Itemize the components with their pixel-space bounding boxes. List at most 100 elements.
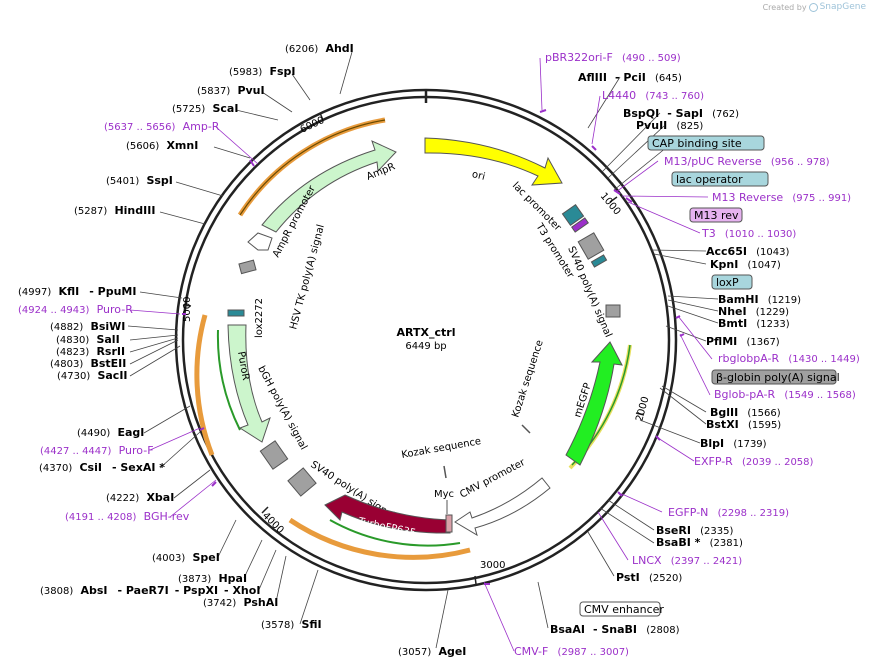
puror-arrow: [227, 324, 271, 443]
sv40-right-box: [605, 304, 621, 318]
site-sacii: (4730) SacII: [57, 369, 128, 382]
cmv-promoter-label: CMV promoter: [458, 457, 528, 501]
myc-label: Myc: [434, 489, 454, 500]
kozak-2-label: Kozak sequence: [510, 339, 545, 419]
puror-label: PuroR: [235, 351, 251, 382]
site-rsrii: (4823) RsrII: [56, 345, 125, 358]
site-sali: (4830) SalI: [56, 333, 120, 346]
site-nhei: NheI (1229): [718, 305, 789, 318]
kozak-1-mark: [443, 465, 447, 479]
credit-brand: SnapGene: [819, 2, 866, 12]
t3-promoter-box: [577, 232, 605, 260]
ampr-promoter-arrow: [247, 232, 273, 251]
site-agei: (3057) AgeI: [398, 645, 466, 658]
primer-markers: [182, 109, 685, 585]
tick-5000: 5000: [182, 297, 193, 322]
site-bsiwi: (4882) BsiWI: [50, 320, 125, 333]
site-pvui: (5837) PvuI: [197, 84, 265, 97]
primer-lncx: LNCX (2397 .. 2421): [632, 554, 742, 567]
site-kfli-ppumi: (4997) KflI- PpuMI: [18, 285, 136, 298]
backbone-inner: [181, 95, 671, 585]
lac-marks-purple: [571, 217, 589, 233]
primer-puro-f: (4427 .. 4447) Puro-F: [40, 444, 154, 457]
primer-bglob-pa-r: Bglob-pA-R (1549 .. 1568): [714, 388, 856, 401]
primer-pbr322ori-f: pBR322ori-F (490 .. 509): [545, 51, 681, 64]
snapgene-credit: Created by SnapGene: [763, 2, 866, 12]
primer-rbglobpa-r: rbglobpA-R (1430 .. 1449): [718, 352, 860, 365]
site-pshai: (3742) PshAI: [203, 596, 278, 609]
tick-2000: 2000: [634, 395, 651, 422]
site-sfii: (3578) SfiI: [261, 618, 322, 631]
site-pvuii: PvuII (825): [636, 119, 703, 132]
bgh-box: [259, 440, 289, 470]
lox2272-box: [227, 309, 245, 317]
primer-m13-reverse: M13 Reverse (975 .. 991): [712, 191, 851, 204]
orange-arc-sv40: [288, 517, 471, 560]
label-cmv-enhancer: CMV enhancer: [584, 603, 664, 616]
lox2272-label: lox2272: [254, 298, 265, 338]
tick-marks: [182, 112, 645, 585]
site-bspqi-sapi: BspQI- SapI (762): [623, 107, 739, 120]
site-bsteii: (4803) BstEII: [50, 357, 126, 370]
primer-t3: T3 (1010 .. 1030): [701, 227, 796, 240]
plasmid-length: 6449 bp: [405, 341, 446, 352]
backbone-outer: [174, 88, 678, 592]
primer-amp-r: (5637 .. 5656) Amp-R: [104, 120, 220, 133]
primer-cmv-f: CMV-F (2987 .. 3007): [514, 645, 629, 658]
site-bglii: BglII (1566): [710, 406, 781, 419]
site-fspi: (5983) FspI: [229, 65, 295, 78]
primer-egfp-n: EGFP-N (2298 .. 2319): [668, 506, 789, 519]
site-hindiii: (5287) HindIII: [74, 204, 155, 217]
site-absi-xhoi: (3808) AbsI- PaeR7I- PspXI- XhoI: [40, 584, 260, 597]
ori-label: ori: [471, 169, 486, 183]
site-afliii-pcii: AflIII- PciI (645): [578, 71, 682, 84]
hsv-tk-label: HSV TK poly(A) signal: [288, 223, 327, 330]
primer-leaders: [129, 57, 713, 652]
primer-puro-r: (4924 .. 4943) Puro-R: [18, 303, 133, 316]
orange-arc-puro: [194, 314, 241, 456]
label-cap-binding: CAP binding site: [652, 137, 742, 150]
site-csii-sexai: (4370) CsiI- SexAI *: [39, 461, 165, 474]
label-m13-rev: M13 rev: [694, 209, 739, 222]
site-bsaai-snabi: BsaAI- SnaBI (2808): [550, 623, 680, 636]
hsv-tk-box: [238, 259, 257, 275]
credit-prefix: Created by: [762, 2, 807, 12]
tick-4000: 4000: [260, 510, 286, 536]
site-sspi: (5401) SspI: [106, 174, 173, 187]
kozak-1-label: Kozak sequence: [401, 436, 482, 461]
sv40-left-box: [287, 467, 317, 497]
primer-l4440: L4440 (743 .. 760): [602, 89, 704, 102]
site-pflmi: PflMI (1367): [706, 335, 780, 348]
site-hpai: (3873) HpaI: [178, 572, 247, 585]
site-xmni: (5606) XmnI: [126, 139, 198, 152]
site-blpi: BlpI (1739): [700, 437, 767, 450]
kozak-2-mark: [521, 424, 531, 434]
site-bseri: BseRI (2335): [656, 524, 734, 537]
primer-bgh-rev: (4191 .. 4208) BGH-rev: [65, 510, 190, 523]
site-scai: (5725) ScaI: [172, 102, 238, 115]
label-lac-operator: lac operator: [676, 173, 743, 186]
site-leaders: [127, 51, 719, 649]
megfp-arrow: [565, 341, 623, 466]
snapgene-logo-icon: [808, 2, 818, 12]
site-eagi: (4490) EagI: [77, 426, 144, 439]
site-labels: (6206) AhdI (5983) FspI (5837) PvuI (572…: [18, 42, 860, 658]
turbofp-arrow: [324, 494, 451, 534]
primer-m13-puc-reverse: M13/pUC Reverse (956 .. 978): [664, 155, 830, 168]
ampr-arrow: [261, 140, 397, 233]
site-bamhi: BamHI (1219): [718, 293, 801, 306]
site-psti: PstI (2520): [616, 571, 682, 584]
site-bsabi: BsaBI * (2381): [656, 536, 743, 549]
site-kpni: KpnI (1047): [710, 258, 781, 271]
site-xbai: (4222) XbaI: [106, 491, 174, 504]
lox-small: [590, 254, 608, 268]
site-acc65i: Acc65I (1043): [706, 245, 790, 258]
cmv-promoter-arrow: [454, 477, 551, 537]
orange-arc-amp: [237, 117, 386, 217]
plasmid-name: ARTX_ctrl: [397, 326, 456, 339]
site-spei: (4003) SpeI: [152, 551, 220, 564]
tick-1000: 1000: [598, 191, 623, 218]
label-beta-globin: β-globin poly(A) signal: [716, 371, 840, 384]
primer-exfp-r: EXFP-R (2039 .. 2058): [694, 455, 814, 468]
